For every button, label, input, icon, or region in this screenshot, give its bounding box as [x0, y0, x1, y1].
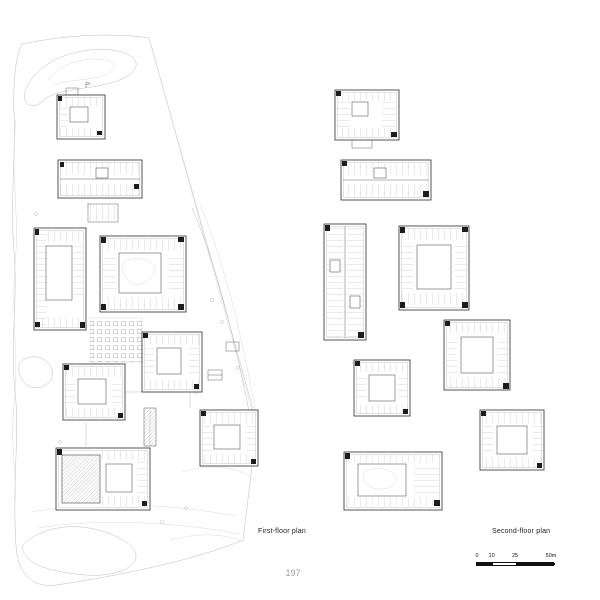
- building-plan: [57, 159, 143, 223]
- scale-label-0: 0: [475, 553, 479, 559]
- building-plan: [398, 225, 470, 311]
- outbuildings: [207, 341, 240, 381]
- building-plan: [340, 159, 432, 201]
- building-plan: [199, 409, 259, 467]
- building-plan: [353, 359, 411, 417]
- scale-bar-ruler: [476, 562, 555, 566]
- building-plan: [56, 81, 106, 140]
- building-plan: [55, 447, 151, 511]
- scale-label-25: 25: [511, 553, 519, 559]
- building-plan: [141, 331, 203, 393]
- first-floor-plan: [12, 34, 259, 586]
- building-plan: [443, 319, 511, 391]
- page-number: 197: [285, 568, 301, 578]
- building-plan: [479, 409, 545, 471]
- building-plan: [334, 89, 400, 149]
- building-plan: [62, 363, 126, 421]
- ramp: [143, 407, 157, 447]
- site-contours: [12, 34, 258, 586]
- building-plan: [33, 227, 87, 331]
- second-floor-plan-caption: Second-floor plan: [492, 528, 551, 535]
- building-plan: [343, 451, 443, 511]
- building-plan: [323, 223, 367, 341]
- scale-label-10: 10: [488, 553, 495, 559]
- scale-label-50m: 50m: [545, 553, 557, 559]
- second-floor-plan: [323, 89, 545, 511]
- first-floor-plan-caption: First-floor plan: [258, 528, 306, 535]
- plaza-tree-grid: [89, 317, 143, 363]
- scale-bar: 0 10 25 50m: [475, 553, 557, 571]
- building-plan: [99, 235, 187, 313]
